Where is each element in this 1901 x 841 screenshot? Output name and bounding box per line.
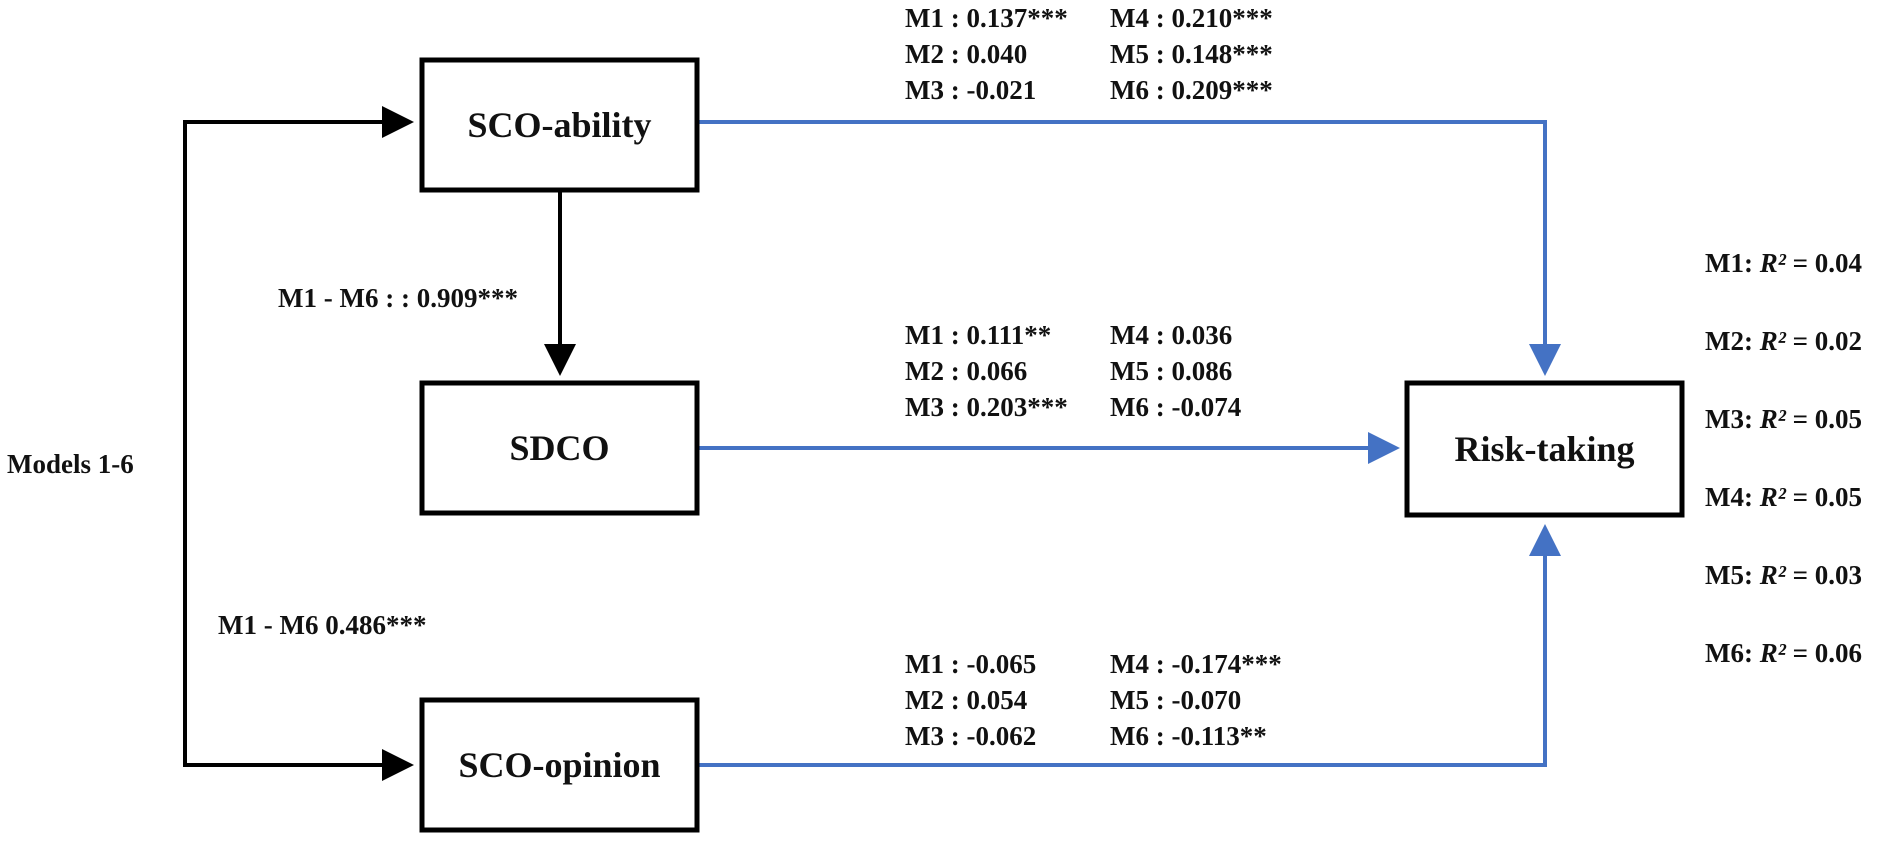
coef-opinion-m3: M3 : -0.062 <box>905 721 1036 751</box>
r-squared-m5: M5: R² = 0.03 <box>1705 560 1862 590</box>
coefficients-ability: M1 : 0.137*** M2 : 0.040 M3 : -0.021 M4 … <box>905 3 1273 105</box>
coef-opinion-m4: M4 : -0.174*** <box>1110 649 1282 679</box>
coef-opinion-m6: M6 : -0.113** <box>1110 721 1267 751</box>
coef-ability-m5: M5 : 0.148*** <box>1110 39 1273 69</box>
r-squared-m1: M1: R² = 0.04 <box>1705 248 1862 278</box>
node-sco-ability-label: SCO-ability <box>467 105 651 145</box>
coef-sdco-m1: M1 : 0.111** <box>905 320 1051 350</box>
models-to-opinion-coefficient: M1 - M6 0.486*** <box>218 610 426 640</box>
coef-sdco-m5: M5 : 0.086 <box>1110 356 1232 386</box>
coef-opinion-m2: M2 : 0.054 <box>905 685 1027 715</box>
coef-ability-m3: M3 : -0.021 <box>905 75 1036 105</box>
models-label: Models 1-6 <box>7 449 134 479</box>
node-sco-opinion-label: SCO-opinion <box>458 745 660 785</box>
coef-ability-m2: M2 : 0.040 <box>905 39 1027 69</box>
node-sco-opinion: SCO-opinion <box>419 697 700 833</box>
r-squared-list: M1: R² = 0.04 M2: R² = 0.02 M3: R² = 0.0… <box>1705 248 1862 668</box>
arrow-opinion-to-risk <box>697 524 1561 767</box>
arrow-models-to-ability <box>183 106 414 660</box>
r-squared-m4: M4: R² = 0.05 <box>1705 482 1862 512</box>
coef-ability-m6: M6 : 0.209*** <box>1110 75 1273 105</box>
node-sco-ability: SCO-ability <box>419 57 700 193</box>
r-squared-m6: M6: R² = 0.06 <box>1705 638 1862 668</box>
r-squared-m3: M3: R² = 0.05 <box>1705 404 1862 434</box>
coef-ability-m1: M1 : 0.137*** <box>905 3 1068 33</box>
r-squared-m2: M2: R² = 0.02 <box>1705 326 1862 356</box>
node-sdco: SDCO <box>419 380 700 516</box>
coefficients-opinion: M1 : -0.065 M2 : 0.054 M3 : -0.062 M4 : … <box>905 649 1282 751</box>
arrow-models-to-opinion <box>183 640 414 781</box>
coef-opinion-m1: M1 : -0.065 <box>905 649 1036 679</box>
coef-ability-m4: M4 : 0.210*** <box>1110 3 1273 33</box>
ability-to-sdco-coefficient: M1 - M6 : : 0.909*** <box>278 283 518 313</box>
node-risk-taking-label: Risk-taking <box>1454 429 1634 469</box>
coef-sdco-m6: M6 : -0.074 <box>1110 392 1241 422</box>
coef-sdco-m2: M2 : 0.066 <box>905 356 1027 386</box>
arrow-ability-to-risk <box>697 120 1561 376</box>
coef-opinion-m5: M5 : -0.070 <box>1110 685 1241 715</box>
coef-sdco-m3: M3 : 0.203*** <box>905 392 1068 422</box>
node-sdco-label: SDCO <box>509 428 609 468</box>
node-risk-taking: Risk-taking <box>1404 380 1685 518</box>
coef-sdco-m4: M4 : 0.036 <box>1110 320 1232 350</box>
coefficients-sdco: M1 : 0.111** M2 : 0.066 M3 : 0.203*** M4… <box>905 320 1241 422</box>
